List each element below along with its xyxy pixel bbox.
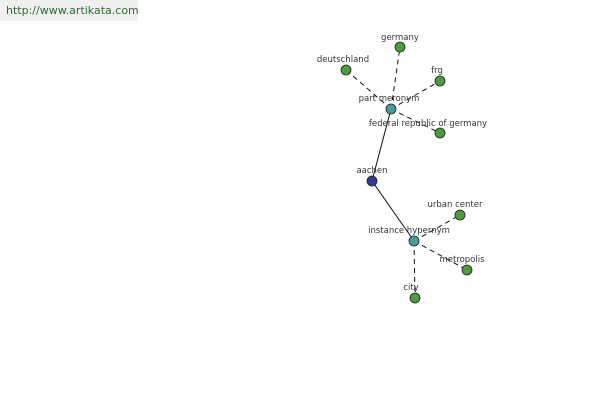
node-label-germany[interactable]: germany bbox=[381, 33, 419, 43]
edge-instance-hypernym-to-city bbox=[413, 240, 416, 299]
node-federal-republic-of-germany[interactable] bbox=[434, 127, 446, 139]
node-part-meronym[interactable] bbox=[385, 103, 397, 115]
node-city[interactable] bbox=[409, 292, 421, 304]
source-link[interactable]: http://www.artikata.com bbox=[6, 4, 139, 17]
edge-instance-hypernym-to-metropolis bbox=[413, 240, 468, 271]
node-label-part-meronym[interactable]: part meronym bbox=[359, 94, 420, 104]
edge-aachen-to-instance-hypernym bbox=[371, 180, 415, 242]
node-label-federal-republic-of-germany[interactable]: federal republic of germany bbox=[369, 119, 487, 129]
edge-part-meronym-to-frg bbox=[390, 80, 441, 110]
edge-part-meronym-to-deutschland bbox=[345, 69, 392, 110]
node-urban-center[interactable] bbox=[454, 209, 466, 221]
node-label-deutschland[interactable]: deutschland bbox=[317, 55, 369, 65]
node-label-instance-hypernym[interactable]: instance hypernym bbox=[368, 226, 450, 236]
source-bar: http://www.artikata.com bbox=[0, 0, 139, 21]
edges-layer bbox=[345, 46, 468, 299]
edge-part-meronym-to-federal-republic-of-germany bbox=[390, 108, 441, 134]
node-label-aachen[interactable]: aachen bbox=[356, 166, 387, 176]
node-germany[interactable] bbox=[394, 41, 406, 53]
node-frg[interactable] bbox=[434, 75, 446, 87]
node-label-frg[interactable]: frg bbox=[431, 66, 443, 76]
node-metropolis[interactable] bbox=[461, 264, 473, 276]
edge-part-meronym-to-germany bbox=[390, 46, 401, 110]
labels-layer: aachen part meronym instance hypernym germa… bbox=[317, 33, 487, 293]
node-label-metropolis[interactable]: metropolis bbox=[439, 255, 485, 265]
node-instance-hypernym[interactable] bbox=[408, 235, 420, 247]
node-aachen[interactable] bbox=[366, 175, 378, 187]
nodes-layer bbox=[340, 41, 473, 304]
node-label-city[interactable]: city bbox=[403, 283, 418, 293]
edge-aachen-to-part-meronym bbox=[371, 108, 392, 182]
node-deutschland[interactable] bbox=[340, 64, 352, 76]
node-label-urban-center[interactable]: urban center bbox=[428, 200, 483, 210]
